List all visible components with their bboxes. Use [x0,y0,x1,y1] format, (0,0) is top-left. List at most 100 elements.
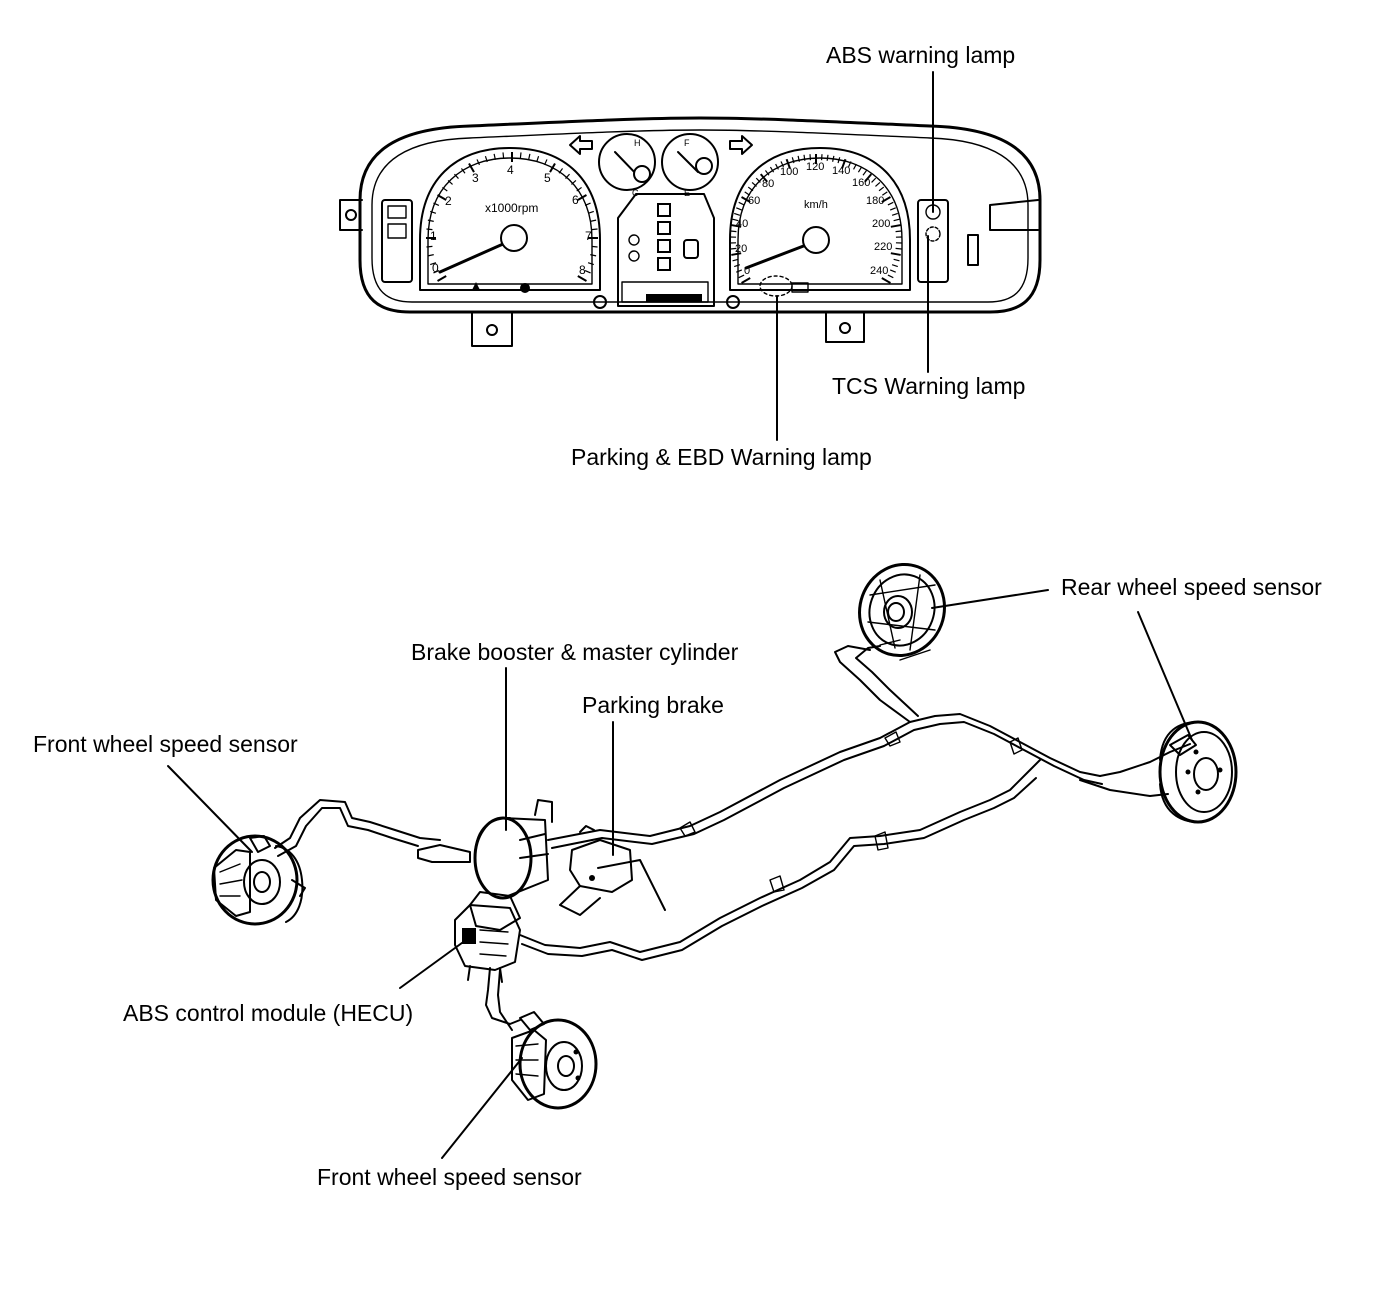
fuel-mark-f: F [684,138,690,148]
tach-tick [549,163,556,173]
left-mount-tab [339,199,363,231]
speed-tick [895,230,902,233]
speed-tick [734,212,741,216]
tach-tick [584,202,591,207]
tach-label: x1000rpm [485,201,538,215]
tach-number-5: 5 [544,171,551,185]
speed-tick [731,224,742,228]
speed-tick [891,212,898,216]
parking-brake-assembly [559,825,666,916]
tach-tick [502,152,505,159]
tach-tick [590,254,597,257]
speed-tick [895,247,902,250]
speed-tick [890,252,901,256]
speed-number-220: 220 [874,241,892,253]
speed-tick [730,247,737,250]
speed-tick [826,154,829,161]
tach-tick [437,275,447,282]
speed-tick [741,196,751,203]
speed-tick [881,277,891,284]
tach-tick [430,262,437,266]
speed-tick [881,196,891,203]
cluster-housing [358,116,1042,314]
fuel-gauge: F E [661,133,719,198]
tach-number-6: 6 [572,193,579,207]
speedometer-tick-marks [730,154,902,284]
tach-tick [571,180,577,185]
speed-tick [751,182,757,187]
tach-number-4: 4 [507,163,514,177]
speed-tick [744,191,751,196]
tach-tick [587,262,594,266]
rear-left-wheel [1158,720,1238,824]
speed-tick [736,207,743,211]
left-turn-arrow-icon [569,135,593,155]
bottom-left-mount-tab [471,311,513,347]
temp-mark-c: C [632,188,639,198]
abs-control-module [454,904,521,983]
speed-tick [797,155,800,162]
left-indicator-panel [381,199,413,283]
speed-tick [853,163,857,170]
tach-hub [500,224,528,252]
speed-number-240: 240 [870,265,888,277]
front-left-wheel [211,834,306,926]
tach-tick [427,219,434,222]
brake-lines-and-harness [274,639,1191,1031]
tach-tick [454,173,459,179]
speed-tick [747,186,754,192]
speed-hub [802,226,830,254]
tach-tick [460,168,466,174]
label-rear-wheel-speed-sensor: Rear wheel speed sensor [1061,574,1322,600]
speed-tick [890,224,901,228]
speed-tick [864,173,873,183]
speed-tick [889,207,896,211]
speed-number-100: 100 [780,166,798,178]
tach-tick [587,210,594,214]
tach-number-7: 7 [585,229,592,243]
tach-tick [577,275,587,282]
brake-booster-master-cylinder [417,799,553,931]
tach-tick [536,156,540,163]
leader-front-wheel-speed-sensor-left [167,765,253,853]
tcs-lamp-indicator [925,226,941,242]
tach-tick [519,152,522,159]
tach-tick [447,180,453,185]
speed-number-20: 20 [735,243,747,255]
speed-tick [732,258,739,262]
tach-tick [437,194,447,201]
speed-number-80: 80 [762,178,774,190]
speed-tick [837,157,841,164]
speed-tick [738,274,745,279]
speed-number-120: 120 [806,161,824,173]
speed-tick [780,161,785,168]
leader-front-wheel-speed-sensor-bottom [441,1057,523,1159]
tach-tick [590,219,597,222]
speed-tick [875,182,881,187]
speed-tick [734,264,741,268]
speed-tick [887,274,894,279]
parking-ebd-lamp-marker [759,275,793,297]
tach-needle [438,238,514,274]
leader-rear-wheel-speed-sensor-right [1137,611,1193,741]
tach-tick [468,163,475,173]
speed-needle [744,240,816,270]
rear-right-wheel [858,562,946,658]
speed-tick [832,155,835,162]
label-front-wheel-speed-sensor-left: Front wheel speed sensor [33,731,298,757]
tach-tick [591,245,598,248]
right-mount-tab [989,199,1039,231]
speed-tick [755,177,761,183]
front-right-wheel [511,1011,598,1110]
speed-number-160: 160 [852,177,870,189]
speed-number-140: 140 [832,165,850,177]
speed-tick [871,177,877,183]
speed-tick [759,173,768,183]
speed-number-60: 60 [748,195,760,207]
speed-number-180: 180 [866,195,884,207]
speed-tick [731,252,742,256]
leader-abs-control-module [399,939,467,989]
tach-tick [528,153,531,160]
